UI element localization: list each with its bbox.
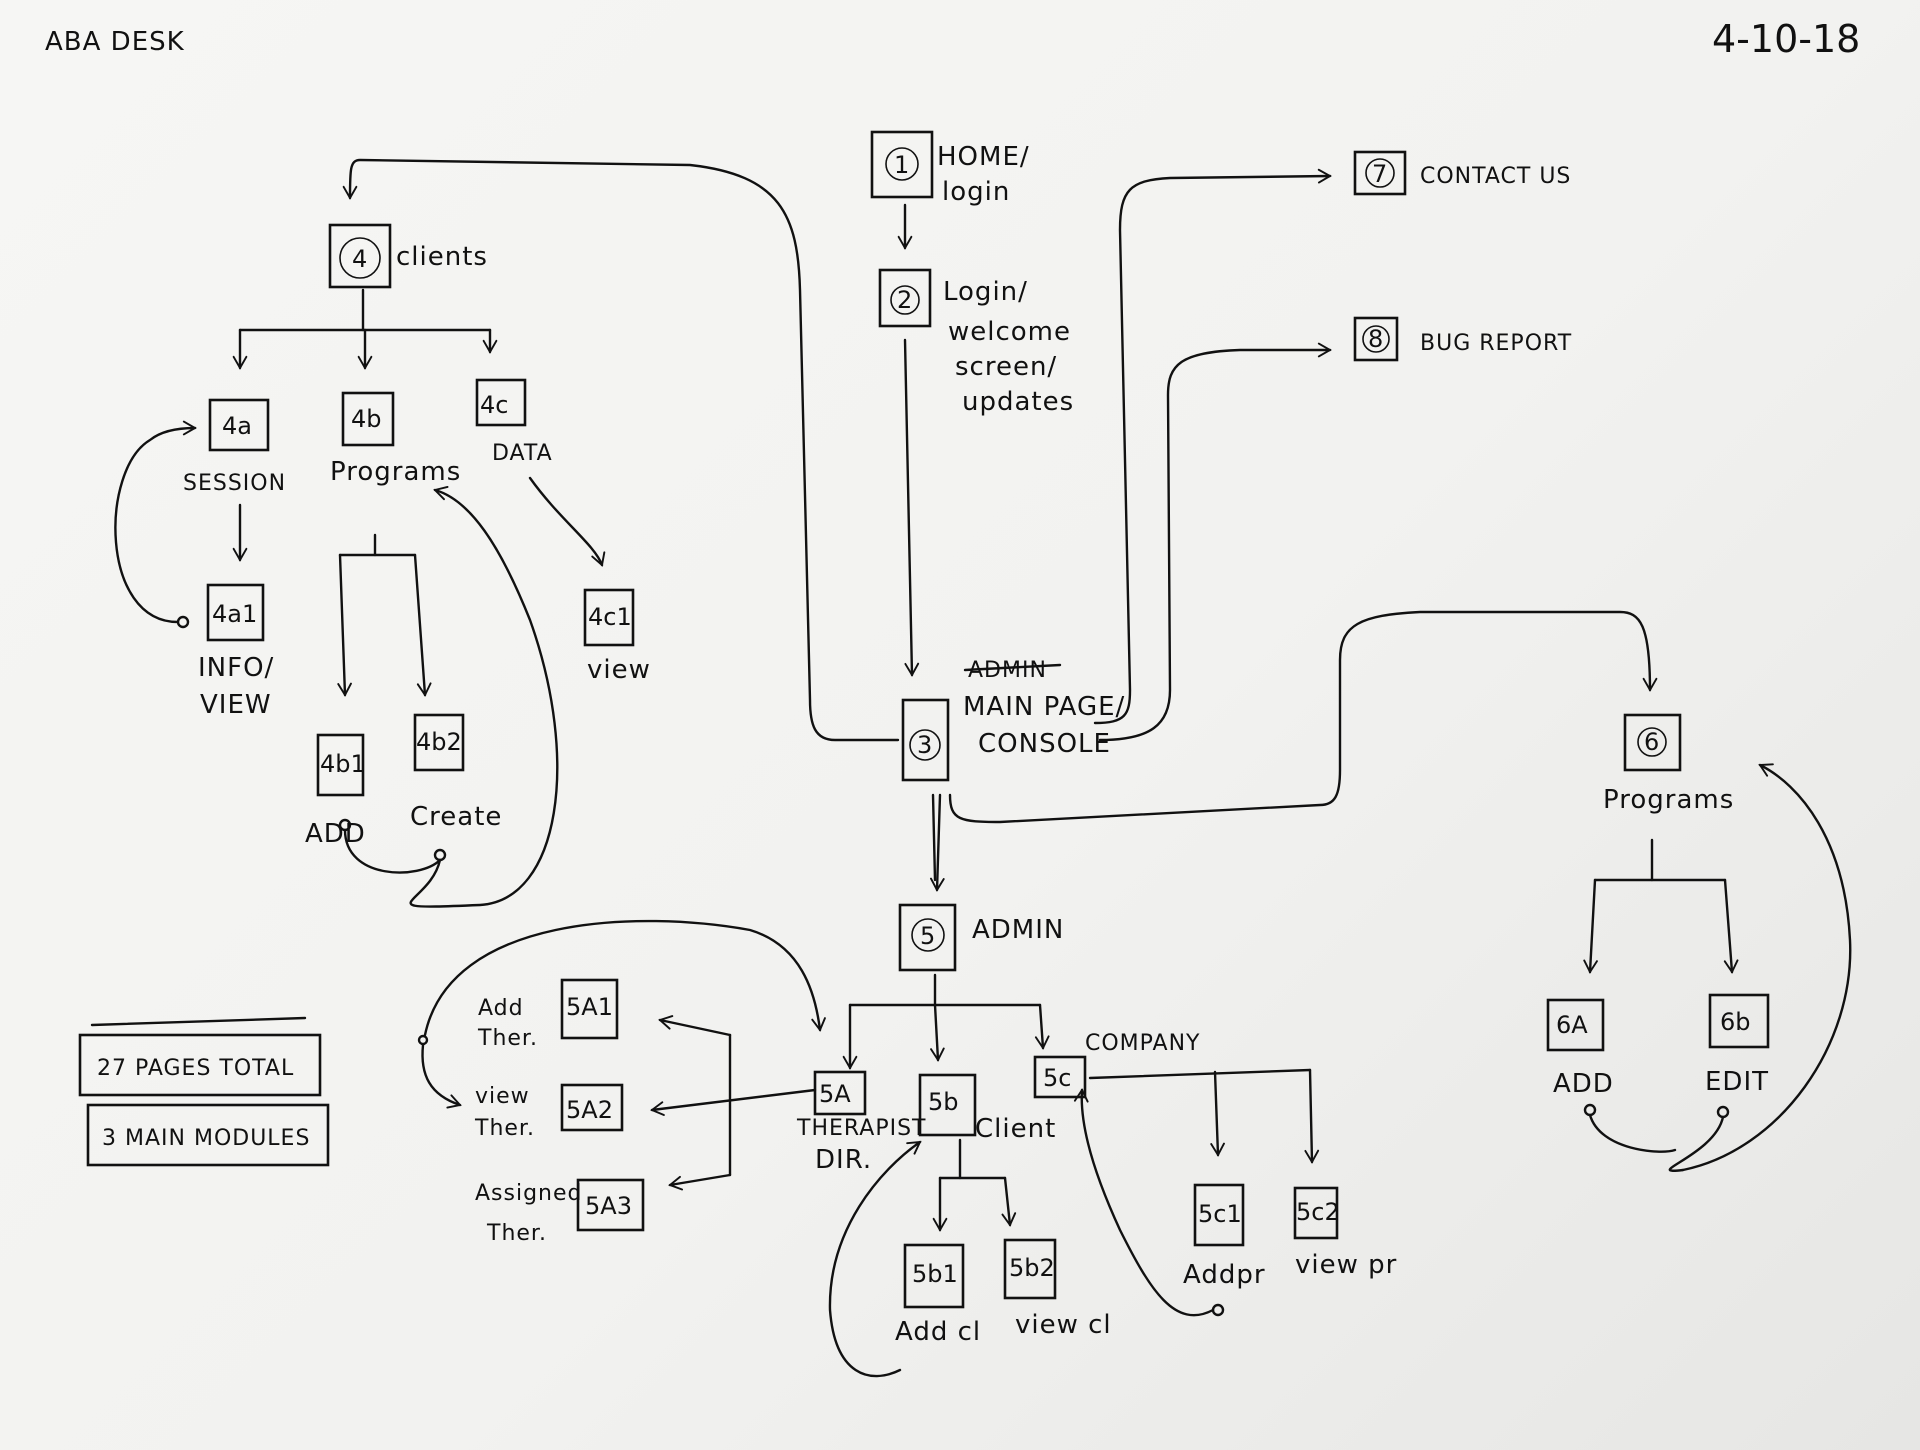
node-4-id: 4: [352, 245, 367, 273]
node-5b1-id: 5b1: [912, 1260, 958, 1288]
node-3-label-1: MAIN PAGE/: [963, 692, 1125, 722]
node-5b-client: 5b Client: [918, 1073, 1056, 1144]
node-8-label: BUG REPORT: [1420, 331, 1572, 356]
node-5a-label-2: DIR.: [815, 1145, 872, 1175]
node-7-label: CONTACT US: [1420, 164, 1571, 189]
node-5c2-view-pr: 5c2 view pr: [1293, 1186, 1397, 1280]
connectors: [114, 158, 1852, 1378]
node-4c1-view: 4c1 view: [583, 588, 651, 685]
node-5-admin: 5 ADMIN: [898, 903, 1064, 972]
note-total-pages: 27 PAGES TOTAL: [97, 1056, 294, 1081]
node-2-label-3: screen/: [955, 352, 1057, 382]
node-4-label: clients: [396, 242, 488, 272]
node-4-clients: 4 clients: [328, 223, 488, 289]
node-5c2-id: 5c2: [1296, 1198, 1340, 1226]
node-6-id: 6: [1644, 728, 1659, 756]
node-4b-id: 4b: [351, 405, 382, 433]
node-5-id: 5: [920, 922, 935, 950]
node-5b1-add-cl: 5b1 Add cl: [895, 1243, 981, 1347]
node-3-main-page-console: 3 ADMIN MAIN PAGE/ CONSOLE: [901, 658, 1125, 782]
node-5a2-id: 5A2: [566, 1096, 613, 1124]
node-5b2-label: view cl: [1015, 1310, 1112, 1340]
node-7-id: 7: [1372, 160, 1387, 188]
node-4a-label: SESSION: [183, 471, 286, 496]
node-2-label-2: welcome: [948, 317, 1071, 347]
node-5a3-assigned-ther: 5A3 Assigned Ther.: [475, 1178, 645, 1246]
node-5a1-label-2: Ther.: [477, 1026, 538, 1051]
node-2-label-4: updates: [962, 387, 1074, 417]
node-1-home-login: 1 HOME/ login: [870, 130, 1030, 207]
node-5c-company: 5c COMPANY: [1033, 1031, 1200, 1099]
node-4a1-label-1: INFO/: [198, 653, 274, 683]
diagram-title: ABA DESK: [45, 27, 185, 57]
node-5a3-id: 5A3: [585, 1192, 632, 1220]
node-5a2-view-ther: 5A2 view Ther.: [474, 1083, 624, 1141]
node-2-label-1: Login/: [943, 277, 1028, 307]
node-8-id: 8: [1368, 325, 1383, 353]
node-4b-label: Programs: [330, 457, 461, 487]
node-5a1-label-1: Add: [478, 996, 524, 1021]
node-6b-id: 6b: [1720, 1008, 1751, 1036]
node-5a-label-1: THERAPIST: [796, 1116, 926, 1141]
node-3-label-2: CONSOLE: [978, 729, 1111, 759]
node-3-label-strike: ADMIN: [968, 658, 1047, 683]
node-5c2-label: view pr: [1295, 1250, 1397, 1280]
node-5a3-label-2: Ther.: [486, 1221, 547, 1246]
node-4b2-id: 4b2: [416, 728, 462, 756]
node-5c-id: 5c: [1043, 1064, 1071, 1092]
node-5a2-label-2: Ther.: [474, 1116, 535, 1141]
node-5b-label: Client: [975, 1114, 1056, 1144]
node-2-id: 2: [897, 286, 912, 314]
node-4a1-id: 4a1: [212, 600, 257, 628]
node-6a-label: ADD: [1553, 1069, 1614, 1099]
note-main-modules: 3 MAIN MODULES: [102, 1126, 310, 1151]
node-5a1-add-ther: 5A1 Add Ther.: [477, 978, 619, 1051]
node-1-label-1: HOME/: [937, 142, 1030, 172]
node-5a1-id: 5A1: [566, 993, 613, 1021]
node-4b1-id: 4b1: [320, 750, 366, 778]
node-5b1-label: Add cl: [895, 1317, 981, 1347]
node-5c1-addpr: 5c1 Addpr: [1183, 1183, 1266, 1290]
node-6a-id: 6A: [1556, 1011, 1588, 1039]
node-4a1-label-2: VIEW: [200, 690, 272, 720]
node-6-programs: 6 Programs: [1603, 713, 1734, 815]
node-5c1-label: Addpr: [1183, 1260, 1266, 1290]
node-6b-label: EDIT: [1705, 1067, 1769, 1097]
node-5c1-id: 5c1: [1198, 1200, 1242, 1228]
node-6b-edit: 6b EDIT: [1705, 993, 1770, 1097]
node-5c-label: COMPANY: [1085, 1031, 1200, 1056]
node-5b-id: 5b: [928, 1088, 959, 1116]
node-4c1-label: view: [587, 655, 651, 685]
node-6-label: Programs: [1603, 785, 1734, 815]
node-5-label: ADMIN: [972, 915, 1064, 945]
node-4c-label: DATA: [492, 441, 553, 466]
node-7-contact-us: 7 CONTACT US: [1353, 150, 1571, 196]
node-5a-id: 5A: [819, 1080, 851, 1108]
node-1-id: 1: [894, 151, 909, 179]
node-4c-id: 4c: [480, 391, 508, 419]
diagram-date: 4-10-18: [1712, 17, 1860, 61]
node-5a-therapist-dir: 5A THERAPIST DIR.: [796, 1070, 926, 1175]
node-4a-id: 4a: [222, 412, 252, 440]
node-4b2-label: Create: [410, 802, 502, 832]
node-2-login-welcome: 2 Login/ welcome screen/ updates: [878, 268, 1074, 417]
summary-note: 27 PAGES TOTAL 3 MAIN MODULES: [78, 1016, 330, 1167]
node-4c-data: 4c DATA: [475, 378, 553, 466]
node-1-label-2: login: [942, 177, 1010, 207]
node-8-bug-report: 8 BUG REPORT: [1353, 316, 1572, 362]
node-4b2-create: 4b2 Create: [410, 713, 502, 832]
node-4b1-add: 4b1 ADD: [305, 733, 366, 849]
node-4a1-info-view: 4a1 INFO/ VIEW: [198, 583, 274, 720]
node-4b-programs: 4b Programs: [330, 391, 461, 487]
node-6a-add: 6A ADD: [1546, 998, 1614, 1099]
node-4a-session: 4a SESSION: [183, 398, 286, 496]
node-5a3-label-1: Assigned: [475, 1181, 583, 1206]
node-5b2-view-cl: 5b2 view cl: [1003, 1238, 1112, 1340]
node-4b1-label: ADD: [305, 819, 366, 849]
node-3-id: 3: [917, 731, 932, 759]
node-4c1-id: 4c1: [588, 603, 632, 631]
node-5b2-id: 5b2: [1009, 1254, 1055, 1282]
node-5a2-label-1: view: [475, 1084, 530, 1109]
